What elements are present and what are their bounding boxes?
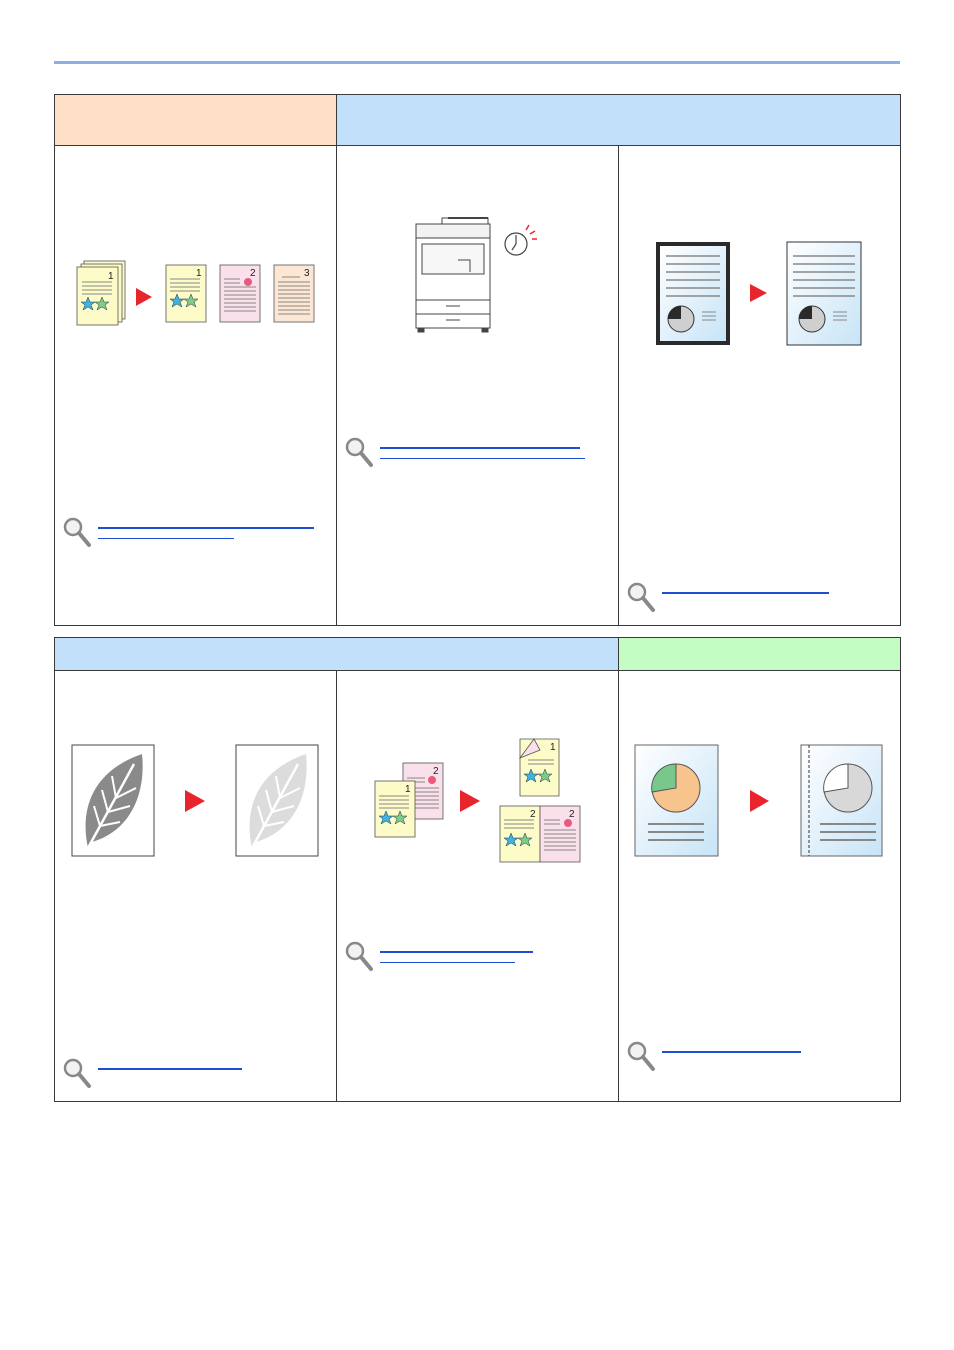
page-number: 2: [530, 809, 536, 820]
page-number: 2: [433, 766, 439, 777]
copied-page-3: 3: [274, 265, 314, 322]
duplex-copy: 1: [520, 739, 559, 796]
magnifier-icon: [626, 1040, 656, 1072]
border-erase-reference-link[interactable]: [626, 581, 829, 613]
arrow-icon: [460, 790, 480, 812]
duplex-reference-link[interactable]: [344, 940, 533, 972]
copy-without-border: [787, 242, 861, 345]
top-col-divider-1: [336, 94, 337, 626]
link-underline[interactable]: [662, 592, 829, 594]
link-underline[interactable]: [98, 1068, 242, 1070]
pie-chart-icon: [824, 764, 872, 812]
page-number: 1: [550, 742, 556, 753]
link-underline[interactable]: [380, 951, 533, 953]
link-underline[interactable]: [98, 538, 234, 540]
pie-chart-icon: [652, 764, 700, 812]
link-underline[interactable]: [98, 527, 314, 529]
timer-icon: [505, 225, 537, 255]
svg-text:2: 2: [569, 809, 575, 820]
dark-original: [72, 745, 154, 856]
magnifier-icon: [344, 940, 374, 972]
arrow-icon: [750, 790, 769, 812]
printer-illustration: [408, 210, 548, 338]
margin-illustration: [632, 742, 886, 860]
original-page: [635, 745, 718, 856]
arrow-icon: [136, 288, 152, 306]
magnifier-icon: [344, 436, 374, 468]
arrow-icon: [185, 790, 205, 812]
collate-reference-link[interactable]: [62, 516, 314, 548]
shifted-copy: [801, 745, 882, 856]
light-copy: [236, 745, 318, 856]
job-reserve-reference-link[interactable]: [344, 436, 585, 468]
page-number: 2: [250, 268, 256, 279]
border-erase-illustration: [652, 238, 867, 350]
magnifier-icon: [62, 516, 92, 548]
arrow-icon: [750, 284, 767, 302]
printer-icon: [416, 218, 490, 332]
top-col-divider-2: [618, 145, 619, 626]
top-header-orange: [55, 95, 336, 145]
link-underline[interactable]: [380, 447, 580, 449]
copied-page-2: 2: [220, 265, 260, 322]
page-number: 1: [196, 268, 202, 279]
density-reference-link[interactable]: [62, 1057, 242, 1089]
margin-reference-link[interactable]: [626, 1040, 801, 1072]
collate-illustration: 1 1 2 3: [70, 255, 330, 330]
magnifier-icon: [62, 1057, 92, 1089]
bottom-col-divider-1: [618, 637, 619, 1102]
page-number: 1: [108, 271, 114, 282]
duplex-illustration: 2 1 1 2 2: [370, 736, 586, 866]
originals: 2 1: [375, 763, 443, 837]
link-underline[interactable]: [380, 458, 585, 460]
bottom-feature-table: [54, 637, 901, 1102]
copied-page-1: 1: [166, 265, 206, 322]
link-underline[interactable]: [662, 1051, 801, 1053]
bottom-col-divider-2: [336, 670, 337, 1102]
magnifier-icon: [626, 581, 656, 613]
bottom-header-divider: [54, 670, 901, 671]
link-underline[interactable]: [380, 962, 515, 964]
bottom-header-blue: [55, 638, 618, 670]
top-header-divider: [54, 145, 901, 146]
original-with-border: [656, 242, 730, 345]
density-illustration: [70, 742, 322, 860]
stacked-originals: 1: [77, 261, 125, 325]
top-header-blue: [337, 95, 900, 145]
bottom-header-green: [619, 638, 900, 670]
page-number: 3: [304, 268, 310, 279]
combined-copy: 2 2: [500, 806, 580, 862]
top-rule: [54, 61, 900, 64]
page-number: 1: [405, 784, 411, 795]
